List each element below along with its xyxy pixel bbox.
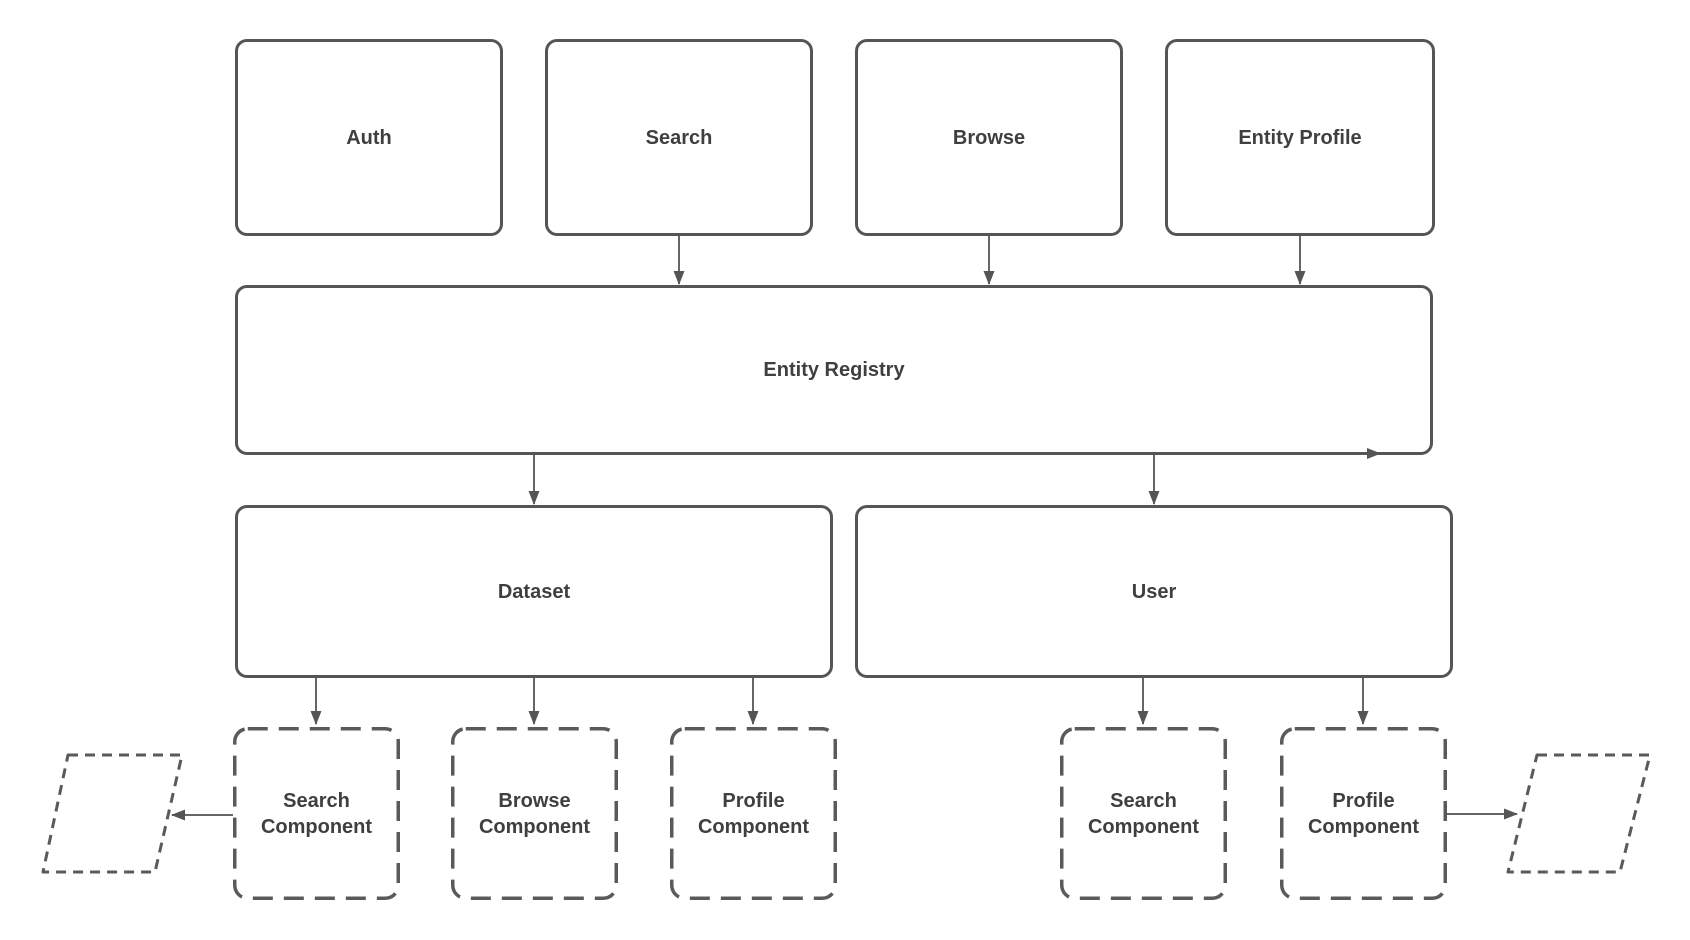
- node-user-search-component: Search Component: [1060, 727, 1227, 900]
- node-browse-label: Browse: [952, 126, 1026, 149]
- node-user: User: [855, 505, 1453, 678]
- node-user-profile-component-label: Profile Component: [1307, 789, 1420, 838]
- dashed-border: [451, 727, 618, 900]
- dashed-border: [1060, 727, 1227, 900]
- node-dataset-browse-component: Browse Component: [451, 727, 618, 900]
- node-entity-profile: Entity Profile: [1165, 39, 1435, 236]
- node-dataset-browse-component-label: Browse Component: [478, 789, 591, 838]
- node-auth: Auth: [235, 39, 503, 236]
- node-entity-registry-label: Entity Registry: [763, 359, 905, 381]
- node-dataset-search-component: Search Component: [233, 727, 400, 900]
- node-entity-profile-label: Entity Profile: [1238, 126, 1362, 149]
- node-dataset-profile-configs-label: Dataset Profile Configs: [79, 775, 146, 850]
- dashed-border: [1280, 727, 1447, 900]
- node-user-label: User: [1131, 580, 1177, 603]
- node-search-label: Search: [645, 126, 713, 149]
- node-dataset-label: Dataset: [497, 580, 571, 603]
- node-auth-label: Auth: [346, 126, 392, 149]
- node-dataset-profile-component: Profile Component: [670, 727, 837, 900]
- node-dataset-profile-component-label: Profile Component: [697, 789, 810, 838]
- node-dataset: Dataset: [235, 505, 833, 678]
- node-user-profile-component: Profile Component: [1280, 727, 1447, 900]
- node-entity-registry: Entity Registry: [235, 285, 1433, 455]
- node-dataset-profile-configs: Dataset Profile Configs: [43, 755, 182, 872]
- node-dataset-search-component-label: Search Component: [260, 789, 373, 838]
- node-user-profile-configs-label: User Profile Configs: [1547, 775, 1613, 850]
- dashed-border: [233, 727, 400, 900]
- node-user-profile-configs: User Profile Configs: [1510, 755, 1650, 872]
- node-search: Search: [545, 39, 813, 236]
- dashed-border: [670, 727, 837, 900]
- node-user-search-component-label: Search Component: [1087, 789, 1200, 838]
- node-browse: Browse: [855, 39, 1123, 236]
